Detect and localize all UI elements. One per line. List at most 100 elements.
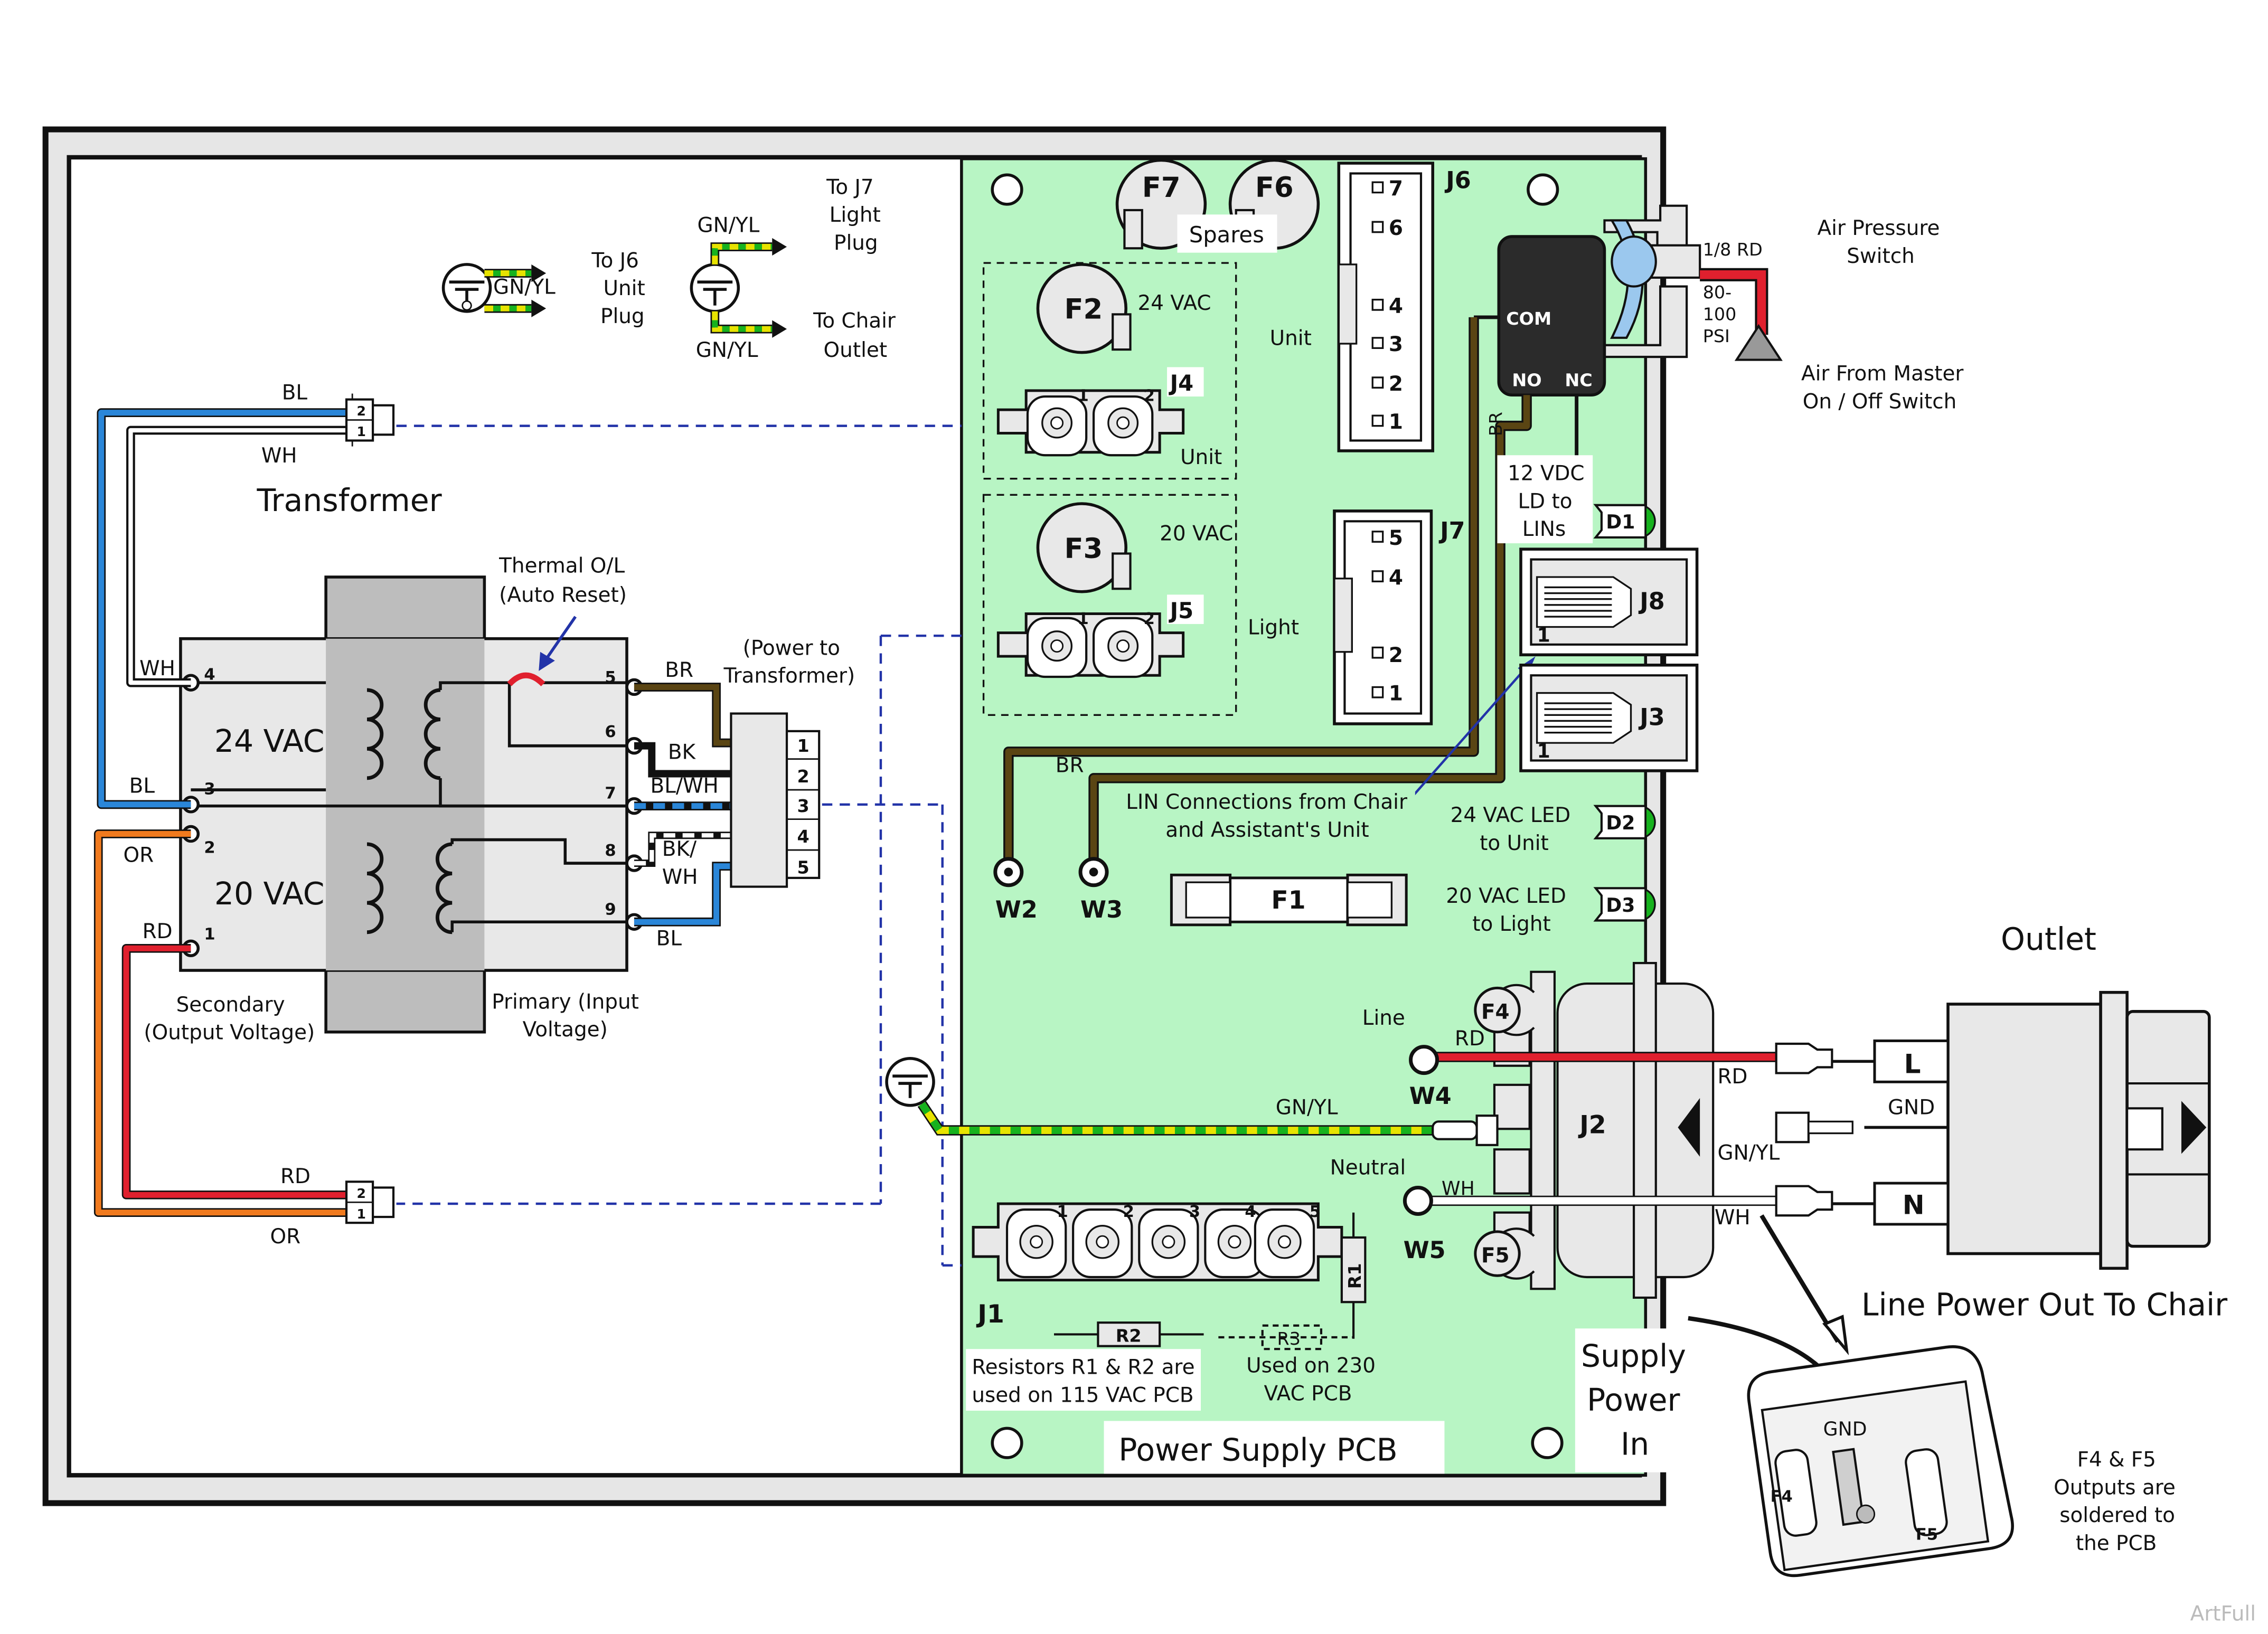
lin-text-box <box>1121 788 1415 847</box>
j5-pin-1: 1 <box>1077 610 1088 628</box>
to-j7-label-2: Light <box>830 203 881 227</box>
primary-caption-2: Voltage) <box>523 1018 608 1042</box>
ground-symbol-unit <box>441 263 547 317</box>
connector-j5 <box>996 612 1185 678</box>
wh-w5-label: WH <box>1442 1177 1475 1199</box>
r3-label: R3 <box>1277 1328 1301 1349</box>
wire-rd-bottom: RD <box>280 1165 310 1188</box>
spares-box <box>1177 214 1277 253</box>
led-d3 <box>1593 887 1656 922</box>
j7-pin-2: 2 <box>1389 644 1403 667</box>
j1-pin-3: 3 <box>1189 1203 1200 1221</box>
mount-hole <box>1531 1427 1564 1459</box>
secondary-wires <box>93 408 347 1217</box>
unit-label-j6: Unit <box>1270 327 1312 351</box>
fuse-f7-label: F7 <box>1142 172 1181 204</box>
primary-lead <box>450 838 634 865</box>
primary-caption: Primary (Input <box>492 990 639 1014</box>
plug-top-pin-1: 1 <box>357 424 366 439</box>
j5-pin-2: 2 <box>1144 610 1155 628</box>
label-24vac: 24 VAC <box>214 723 325 759</box>
plug-bottom-pin-2: 2 <box>357 1186 366 1201</box>
fuse-f5 <box>1474 1227 1535 1280</box>
w4-label: W4 <box>1409 1083 1452 1110</box>
j7-label: J7 <box>1438 518 1465 545</box>
to-j7-label-3: Plug <box>834 231 878 255</box>
unit-label-j4: Unit <box>1180 446 1222 469</box>
psi-label-3: PSI <box>1703 326 1730 346</box>
wire-bl-3: BL <box>129 775 155 798</box>
r2-label: R2 <box>1116 1325 1142 1346</box>
terminal-8: 8 <box>605 842 616 860</box>
thermal-overload <box>507 672 545 686</box>
gnyl-unit: GN/YL <box>493 275 556 299</box>
j4-pin-1: 1 <box>1077 386 1088 405</box>
pem-gnd: GND <box>1823 1418 1867 1440</box>
air-hose-red-inner <box>1700 270 1766 335</box>
wire-wh-4: WH <box>139 657 175 681</box>
j4-pin-2: 2 <box>1144 386 1155 405</box>
to-j6-label-3: Plug <box>600 305 645 328</box>
led-20v-label-2: to Light <box>1472 912 1551 936</box>
gnyl-chair: GN/YL <box>696 338 758 362</box>
j1-pin-2: 2 <box>1123 1203 1134 1221</box>
led-d2 <box>1593 805 1656 839</box>
coil-secondary-24 <box>366 688 384 780</box>
ground-symbol-light <box>690 238 787 338</box>
power-to-transformer: (Power to <box>743 636 840 660</box>
j6-pin-4: 4 <box>1389 295 1403 318</box>
j1-pin-5: 5 <box>1310 1203 1321 1221</box>
led-20v-label: 20 VAC LED <box>1446 884 1566 908</box>
mount-hole <box>991 173 1023 206</box>
led-24v-label-2: to Unit <box>1480 832 1549 855</box>
power-to-transformer-2: Transformer) <box>723 664 855 688</box>
j7-pin-5: 5 <box>1389 526 1403 550</box>
f45-note-2: Outputs are <box>2054 1476 2176 1499</box>
to-j6-label: To J6 <box>591 249 639 272</box>
switch-no: NO <box>1512 370 1541 391</box>
fuse-f2-label: F2 <box>1064 294 1103 326</box>
dashed-links <box>396 424 962 1267</box>
wire-bl-top: BL <box>282 381 308 405</box>
supply-box <box>1575 1328 1699 1472</box>
f2-region <box>982 262 1237 480</box>
res-note-115-box <box>966 1349 1201 1411</box>
j2-label: J2 <box>1578 1111 1606 1140</box>
wire-rd-1: RD <box>143 920 173 943</box>
connector-j1 <box>972 1202 1343 1282</box>
j8-label: J8 <box>1638 588 1665 615</box>
led-12v-box <box>1497 455 1593 544</box>
terminal-w3-dot <box>1089 867 1098 877</box>
j8-pin-1: 1 <box>1537 624 1550 646</box>
switch-title-2: Switch <box>1847 244 1915 268</box>
gnyl-wire <box>917 1101 1448 1136</box>
connector-pin-2: 2 <box>797 766 810 787</box>
primary-lead <box>439 778 634 808</box>
neutral-label: Neutral <box>1330 1156 1406 1179</box>
connector-j4 <box>996 389 1185 457</box>
primary-wires <box>634 683 787 927</box>
connector-pin-3: 3 <box>797 796 810 816</box>
fuse-f1 <box>1170 873 1408 927</box>
fuse-f3-label: F3 <box>1064 533 1103 565</box>
plug-bottom-pin-1: 1 <box>357 1206 366 1222</box>
wh-arrowhead-outline <box>1822 1315 1849 1356</box>
terminal-5: 5 <box>605 668 616 687</box>
res-note-230-2: VAC PCB <box>1264 1382 1352 1406</box>
light-label: Light <box>1248 616 1299 639</box>
wire-wh-top: WH <box>261 444 297 468</box>
mount-hole <box>1527 173 1559 206</box>
j7-pin-1: 1 <box>1389 682 1403 705</box>
terminal-3: 3 <box>204 780 215 798</box>
j4-label: J4 <box>1169 370 1194 396</box>
j6-label: J6 <box>1444 167 1471 194</box>
outlet-title: Outlet <box>2001 921 2096 957</box>
line-label: Line <box>1362 1006 1405 1030</box>
thermal-arrow <box>544 616 577 660</box>
wire-bl-9: BL <box>656 927 682 951</box>
fuse-f3 <box>1036 502 1132 593</box>
outlet-gnd-label: GND <box>1888 1095 1935 1119</box>
outlet-n: N <box>1903 1189 1925 1220</box>
j5-label-box <box>1167 594 1204 624</box>
